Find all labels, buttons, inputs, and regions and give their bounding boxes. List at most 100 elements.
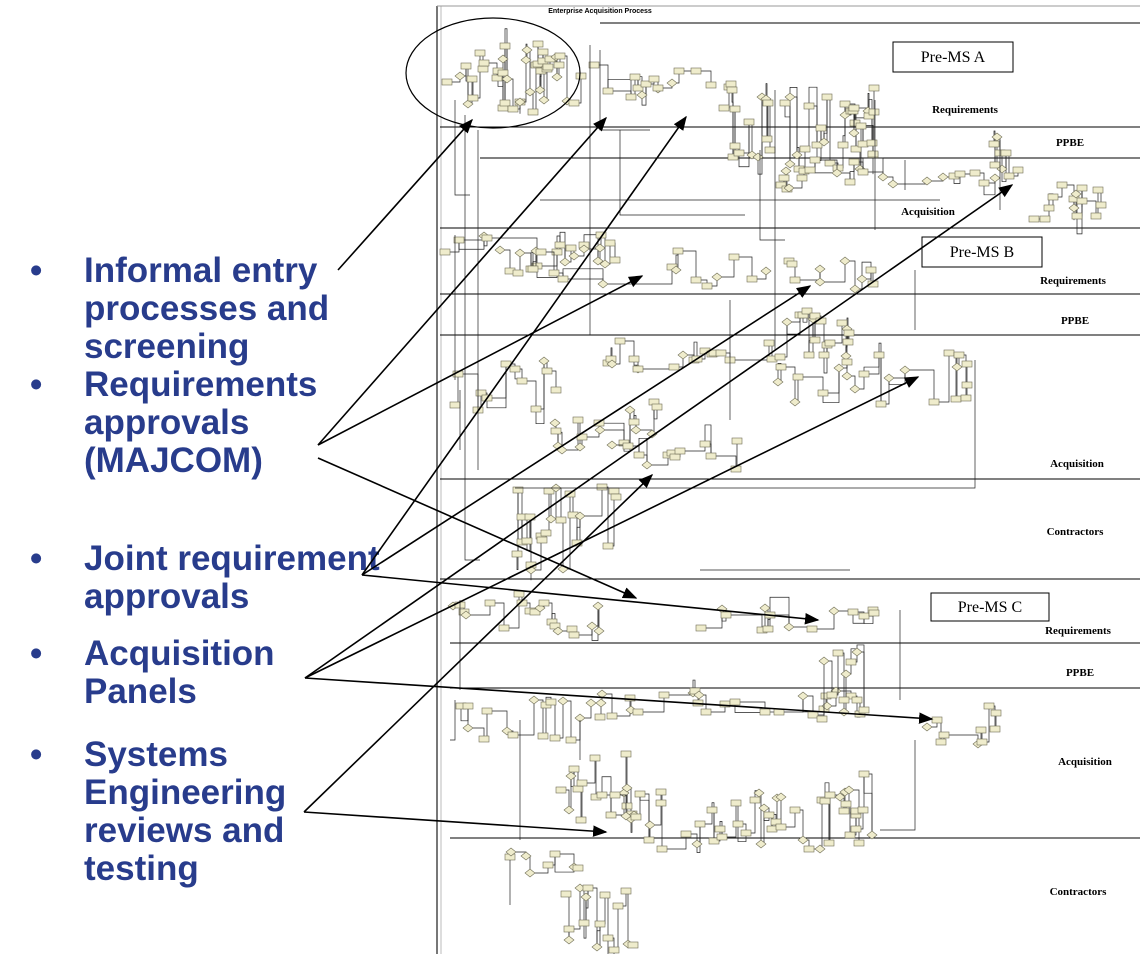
task-node	[858, 370, 870, 378]
decision-node	[851, 647, 863, 657]
decision-node	[921, 722, 933, 732]
task-node	[824, 339, 836, 347]
bullet-text: Systems Engineering reviews and testing	[84, 735, 287, 888]
lane-label-contractors: Contractors	[1047, 526, 1105, 538]
task-node	[620, 887, 632, 895]
decision-node	[711, 272, 723, 282]
decision-node	[834, 792, 846, 802]
flow-connector	[822, 368, 840, 403]
arrow-joint-1	[361, 115, 687, 576]
task-node	[673, 67, 685, 75]
decision-node	[538, 95, 550, 105]
flow-connector	[563, 700, 572, 740]
bullet-text: Acquisition Panels	[84, 634, 275, 711]
task-node	[1028, 215, 1040, 223]
task-node	[853, 839, 865, 847]
flow-connector	[612, 698, 631, 717]
task-node	[1003, 172, 1015, 180]
decision-node	[838, 707, 850, 717]
flow-connector	[504, 28, 508, 79]
task-node	[789, 806, 801, 814]
flow-connector	[880, 740, 916, 831]
decision-node	[693, 690, 705, 700]
flow-connector	[790, 96, 798, 155]
task-node	[1071, 212, 1083, 220]
task-node	[1043, 204, 1055, 212]
decision-node	[592, 601, 604, 611]
task-node	[548, 269, 560, 277]
task-node	[759, 708, 771, 716]
task-node	[960, 394, 972, 402]
task-node	[467, 94, 479, 102]
flow-connector	[845, 260, 856, 289]
task-node	[604, 239, 616, 247]
flow-connector	[487, 237, 538, 266]
task-node	[806, 625, 818, 633]
task-node	[640, 80, 652, 88]
decision-node	[565, 771, 577, 781]
task-node	[484, 599, 496, 607]
arrow-se-2	[303, 811, 608, 837]
task-node	[819, 797, 831, 805]
lane-label-acquisition: Acquisition	[1058, 756, 1112, 768]
task-node	[1076, 184, 1088, 192]
task-node	[521, 537, 533, 545]
task-node	[507, 105, 519, 113]
flow-connector	[862, 157, 884, 177]
lane-label-ppbe: PPBE	[1061, 315, 1089, 327]
task-node	[1039, 215, 1051, 223]
flow-connector	[580, 887, 585, 923]
task-node	[527, 265, 539, 273]
lane-label-contractors: Contractors	[1050, 886, 1108, 898]
task-node	[1012, 166, 1024, 174]
flow-connector	[591, 606, 599, 641]
flow-connector	[487, 710, 508, 731]
task-node	[614, 337, 626, 345]
task-node	[542, 861, 554, 869]
decision-node	[578, 244, 590, 254]
task-node	[792, 373, 804, 381]
flow-connector	[530, 252, 534, 269]
task-node	[610, 493, 622, 501]
decision-node	[644, 820, 656, 830]
task-node	[988, 140, 1000, 148]
task-node	[766, 825, 778, 833]
decision-node	[520, 55, 532, 65]
decision-node	[856, 274, 868, 284]
task-node	[746, 275, 758, 283]
task-node	[990, 709, 1002, 717]
flow-connector	[624, 410, 631, 444]
task-node	[786, 260, 798, 268]
decision-node	[514, 97, 526, 107]
task-node	[466, 75, 478, 83]
decision-node	[843, 785, 855, 795]
decision-node	[814, 844, 826, 854]
task-node	[630, 813, 642, 821]
flow-connector	[769, 596, 790, 627]
flow-connector	[577, 516, 581, 544]
task-node	[775, 363, 787, 371]
flow-connector	[573, 514, 578, 543]
decision-node	[501, 74, 513, 84]
task-node	[701, 282, 713, 290]
task-node	[868, 108, 880, 116]
phase-box-pre-ms-b	[921, 236, 1043, 268]
bullet-dot: •	[30, 735, 43, 774]
task-node	[532, 40, 544, 48]
decision-node	[505, 847, 517, 857]
bullet-dot: •	[30, 251, 43, 290]
decision-node	[759, 603, 771, 613]
decision-node	[641, 460, 653, 470]
flow-connector	[863, 610, 874, 624]
task-node	[855, 122, 867, 130]
decision-node	[887, 179, 899, 189]
task-node	[838, 696, 850, 704]
task-node	[931, 716, 943, 724]
task-node	[491, 74, 503, 82]
task-node	[983, 702, 995, 710]
task-node	[589, 754, 601, 762]
decision-node	[1070, 189, 1082, 199]
task-node	[943, 349, 955, 357]
task-node	[774, 353, 786, 361]
